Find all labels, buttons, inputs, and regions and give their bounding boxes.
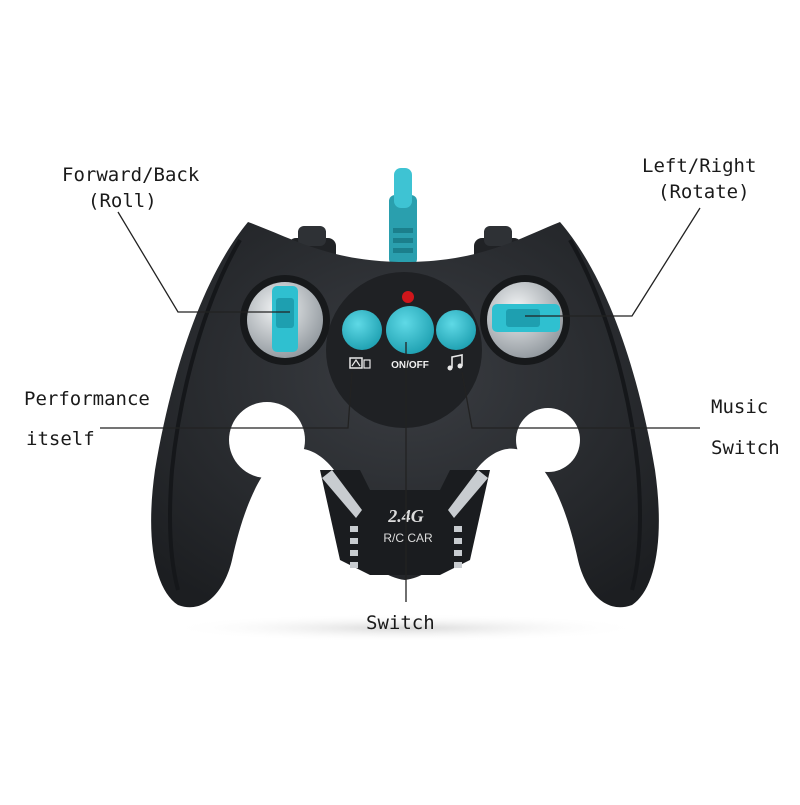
model-label: R/C CAR — [383, 531, 433, 545]
music-note-icon — [447, 354, 463, 371]
switch-label: Switch — [366, 612, 435, 634]
performance-button[interactable] — [342, 310, 382, 350]
performance-label: Performance — [24, 388, 150, 410]
music-button[interactable] — [436, 310, 476, 350]
leader-music — [461, 371, 700, 429]
right-wing-edge — [568, 238, 642, 591]
left-wing-edge — [168, 238, 242, 591]
power-button[interactable] — [386, 306, 434, 354]
performance-itself-label: itself — [26, 428, 95, 450]
right-grip-hole — [516, 408, 580, 472]
leader-performance — [100, 371, 353, 429]
ground-shadow — [165, 614, 645, 642]
antenna — [389, 168, 417, 265]
left-right-label: Left/Right — [642, 155, 757, 177]
right-chrome-trim — [448, 470, 488, 568]
power-led — [402, 291, 414, 303]
leader-forward-back — [117, 211, 290, 313]
left-grip-hole — [229, 402, 305, 478]
music-label: Music — [711, 396, 769, 418]
lower-panel — [320, 470, 490, 575]
leader-left-right — [525, 207, 701, 317]
forward-back-label: Forward/Back — [62, 164, 200, 186]
forward-back-stick-housing — [240, 275, 330, 365]
leader-lines — [100, 207, 701, 602]
performance-icon — [349, 357, 371, 369]
roll-label: (Roll) — [88, 190, 157, 212]
music-switch-label: Switch — [711, 437, 780, 459]
left-right-stick-housing — [480, 275, 570, 365]
power-label: ON/OFF — [391, 360, 429, 371]
left-chrome-trim — [322, 470, 362, 568]
rotate-label: (Rotate) — [658, 181, 750, 203]
